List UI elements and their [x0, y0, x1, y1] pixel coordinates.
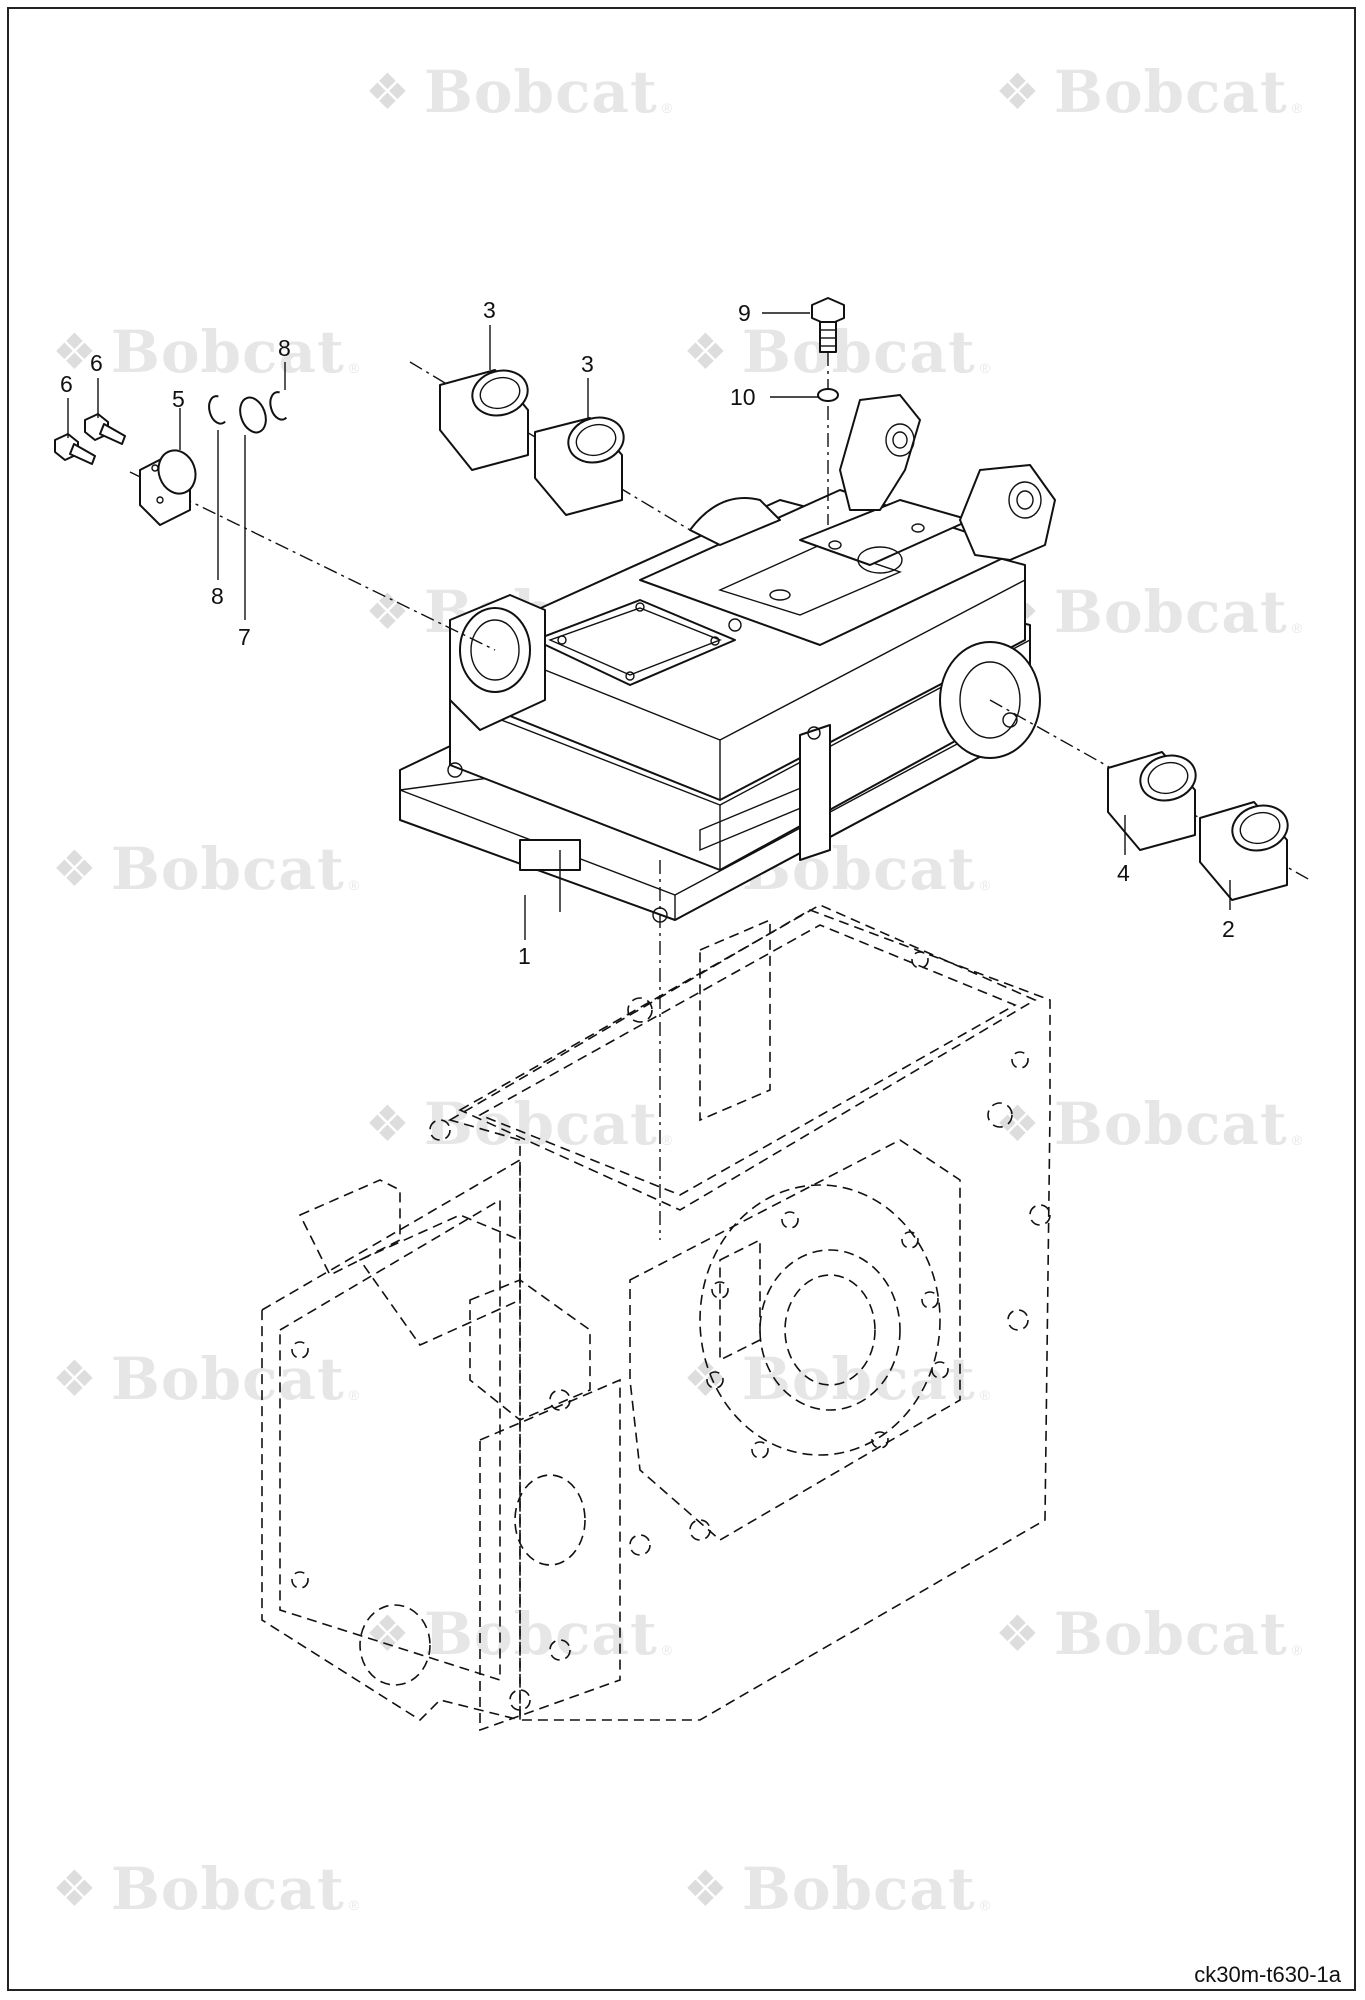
o-ring-part-7: [239, 396, 267, 434]
bolt-part-6a: [84, 413, 126, 445]
callout-8-upper: 8: [278, 335, 291, 361]
plug-part-9: [811, 297, 845, 353]
o-ring-part-10: [817, 388, 839, 402]
callout-9: 9: [738, 300, 751, 326]
snap-ring-part-8b: [269, 391, 288, 421]
bolt-part-6b: [54, 433, 96, 465]
callout-8-lower: 8: [211, 583, 224, 609]
bushing-part-2: [1199, 801, 1289, 901]
drawing-code: ck30m-t630-1a: [1194, 1962, 1341, 1987]
lift-housing-part-1: [399, 394, 1056, 923]
bushing-part-3b: [534, 416, 625, 516]
cap-part-5: [139, 449, 197, 526]
callout-3-upper-left: 3: [483, 297, 496, 323]
callout-7: 7: [238, 624, 251, 650]
snap-ring-part-8a: [208, 395, 226, 425]
callout-6-lower: 6: [60, 371, 73, 397]
transmission-case-outline: [261, 904, 1051, 1732]
bushing-part-4: [1107, 751, 1197, 851]
callout-3-upper-right: 3: [581, 351, 594, 377]
callout-4: 4: [1117, 860, 1130, 886]
bushing-part-3a: [439, 369, 529, 471]
callout-2: 2: [1222, 916, 1235, 942]
drawing-frame: [7, 7, 1356, 1991]
callout-6-upper: 6: [90, 350, 103, 376]
callout-1: 1: [518, 943, 531, 969]
callout-5: 5: [172, 386, 185, 412]
leader-lines: [67, 312, 1231, 940]
callout-10: 10: [730, 384, 756, 410]
